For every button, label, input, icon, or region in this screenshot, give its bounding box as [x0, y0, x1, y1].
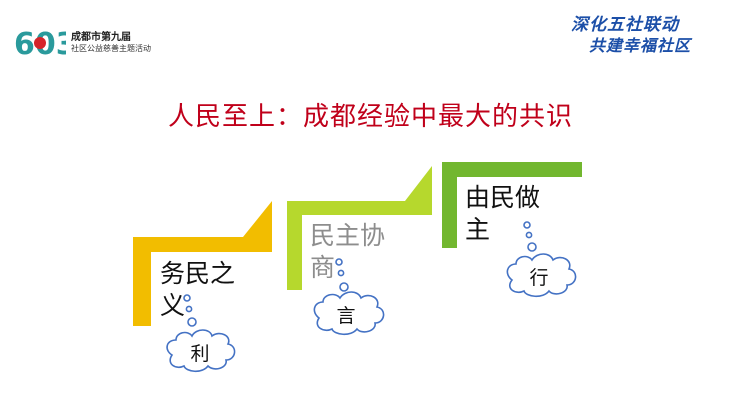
- logo-603-mark: 603: [14, 27, 66, 60]
- thought-cloud-2: [313, 258, 385, 336]
- cloud-3-text: 行: [529, 267, 549, 289]
- logo-title: 成都市第九届: [71, 32, 131, 43]
- logo-subtitle: 社区公益慈善主题活动: [71, 44, 151, 53]
- step-1-label: 务民之 义: [160, 259, 236, 320]
- slogan-line-1: 深化五社联动: [571, 15, 679, 35]
- cloud-2-text: 言: [336, 305, 356, 327]
- step-2-label: 民主协 商: [310, 221, 386, 282]
- event-logo: 603 成都市第九届 社区公益慈善主题活动: [14, 24, 154, 60]
- thought-cloud-3: [506, 221, 577, 298]
- step-3-label: 由民做 主: [465, 183, 541, 244]
- step-1-bracket: [133, 201, 272, 326]
- cloud-1-text: 利: [190, 343, 210, 365]
- slogan: 深化五社联动 共建幸福社区: [571, 10, 719, 60]
- slogan-line-2: 共建幸福社区: [589, 36, 692, 55]
- thought-cloud-1: [166, 294, 236, 373]
- step-2-bracket: [287, 166, 432, 290]
- step-3-bracket: [442, 162, 582, 248]
- slide-title: 人民至上：成都经验中最大的共识: [167, 102, 573, 132]
